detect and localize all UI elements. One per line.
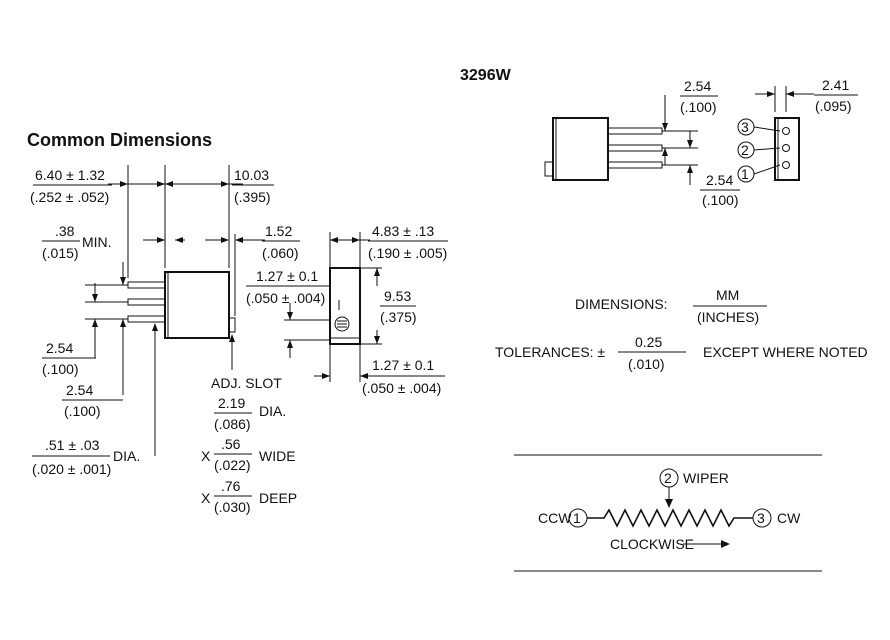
dia2-label: DIA. <box>259 403 286 419</box>
dim-219-in: (.086) <box>214 416 251 432</box>
model-side-view <box>774 117 800 181</box>
cw-number: 3 <box>757 510 765 526</box>
model-pin-middle <box>607 144 663 152</box>
wide-label: WIDE <box>259 448 296 464</box>
pin-label-1: 1 <box>741 166 749 182</box>
min-label: MIN. <box>82 234 112 250</box>
dim-076-mm: .76 <box>221 478 241 494</box>
dim-127b-mm: 1.27 ± 0.1 <box>372 357 434 373</box>
side-base <box>329 337 361 345</box>
model-dim-254a-in: (.100) <box>680 99 717 115</box>
pin-2-dot <box>782 144 790 152</box>
model-dim-241-mm: 2.41 <box>822 77 849 93</box>
adj-slot-label: ADJ. SLOT <box>211 375 282 391</box>
front-slot-tab <box>228 317 236 333</box>
model-dim-241-in: (.095) <box>815 98 852 114</box>
pin-label-2: 2 <box>741 142 749 158</box>
dimensions-label: DIMENSIONS: <box>575 296 668 312</box>
dimensions-inches: (INCHES) <box>697 309 759 325</box>
tolerance-in: (.010) <box>628 356 665 372</box>
model-pin-bottom <box>607 161 663 169</box>
model-dim-254b-in: (.100) <box>702 192 739 208</box>
dim-254b-mm: 2.54 <box>66 382 93 398</box>
dim-953-in: (.375) <box>380 309 417 325</box>
dim-483-mm: 4.83 ± .13 <box>372 223 434 239</box>
model-pin-top <box>607 127 663 135</box>
pin-3-dot <box>782 127 790 135</box>
dim-640-in: (.252 ± .052) <box>30 189 109 205</box>
clockwise-label: CLOCKWISE <box>610 536 694 552</box>
side-body <box>329 267 361 345</box>
ccw-label: CCW <box>538 510 572 526</box>
ccw-number: 1 <box>573 510 581 526</box>
dim-483-in: (.190 ± .005) <box>368 245 447 261</box>
dim-1003-mm: 10.03 <box>234 167 269 183</box>
dim-038-mm: .38 <box>55 223 75 239</box>
common-dimensions-title: Common Dimensions <box>27 130 212 150</box>
model-body <box>552 117 609 181</box>
dim-1003-in: (.395) <box>234 189 271 205</box>
dim-076-in: (.030) <box>214 499 251 515</box>
adjust-screw-icon <box>334 316 350 332</box>
dim-127b-in: (.050 ± .004) <box>362 380 441 396</box>
dim-127a-mm: 1.27 ± 0.1 <box>256 268 318 284</box>
dim-152-mm: 1.52 <box>265 223 292 239</box>
dimensions-mm: MM <box>716 287 739 303</box>
side-view <box>329 267 361 345</box>
front-view <box>127 271 236 339</box>
front-body <box>164 271 230 339</box>
dim-056-in: (.022) <box>214 457 251 473</box>
model-dim-254a-mm: 2.54 <box>684 78 711 94</box>
front-pin-top <box>127 281 166 289</box>
dim-953-mm: 9.53 <box>384 288 411 304</box>
model-title: 3296W <box>460 67 512 84</box>
front-pin-bottom <box>127 315 166 323</box>
x-label-1: X <box>201 448 211 464</box>
dim-254a-in: (.100) <box>42 361 79 377</box>
model-front-view <box>544 117 663 181</box>
resistor-zigzag <box>587 508 753 528</box>
pin-1-dot <box>782 161 790 169</box>
dim-051-in: (.020 ± .001) <box>32 461 111 477</box>
cw-terminal-3 <box>752 508 772 528</box>
wiper-label: WIPER <box>683 470 729 486</box>
dim-254b-in: (.100) <box>64 403 101 419</box>
cw-label: CW <box>777 510 801 526</box>
model-dim-254b-mm: 2.54 <box>706 172 733 188</box>
pin-label-3: 3 <box>741 119 749 135</box>
dim-640-mm: 6.40 ± 1.32 <box>35 167 105 183</box>
dim-127a-in: (.050 ± .004) <box>246 290 325 306</box>
model-slot-tab <box>544 161 554 177</box>
dim-056-mm: .56 <box>221 436 241 452</box>
x-label-2: X <box>201 490 211 506</box>
dim-038-in: (.015) <box>42 245 79 261</box>
tolerances-label: TOLERANCES: ± <box>495 344 605 360</box>
front-pin-middle <box>127 298 166 306</box>
dia-label: DIA. <box>113 448 140 464</box>
wiper-number: 2 <box>664 470 672 486</box>
except-label: EXCEPT WHERE NOTED <box>703 344 868 360</box>
dim-219-mm: 2.19 <box>218 395 245 411</box>
dim-051-mm: .51 ± .03 <box>45 437 100 453</box>
dim-254a-mm: 2.54 <box>46 340 73 356</box>
deep-label: DEEP <box>259 490 297 506</box>
tolerance-mm: 0.25 <box>635 334 662 350</box>
dim-152-in: (.060) <box>262 245 299 261</box>
